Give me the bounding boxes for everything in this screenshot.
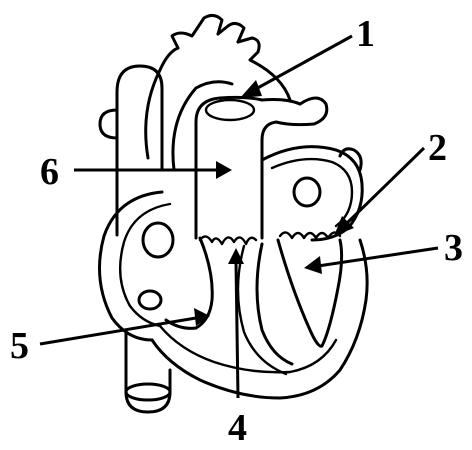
left-ventricle	[278, 240, 342, 346]
label-3: 3	[444, 227, 463, 269]
label-5: 5	[10, 325, 29, 367]
arrow-3	[304, 248, 438, 274]
right-atrium	[100, 192, 174, 340]
arrow-1	[240, 36, 352, 98]
arrow-2	[334, 148, 424, 236]
label-6: 6	[40, 151, 59, 193]
pulmonary-trunk	[196, 97, 327, 238]
arrow-6	[74, 161, 232, 179]
heart-illustration	[100, 15, 368, 412]
aortic-arch	[146, 15, 290, 170]
pulmonary-valve	[200, 236, 256, 244]
label-1: 1	[356, 13, 375, 55]
leader-arrows	[40, 36, 438, 398]
label-2: 2	[428, 127, 447, 169]
label-4: 4	[228, 407, 247, 449]
inferior-vena-cava	[126, 330, 170, 412]
